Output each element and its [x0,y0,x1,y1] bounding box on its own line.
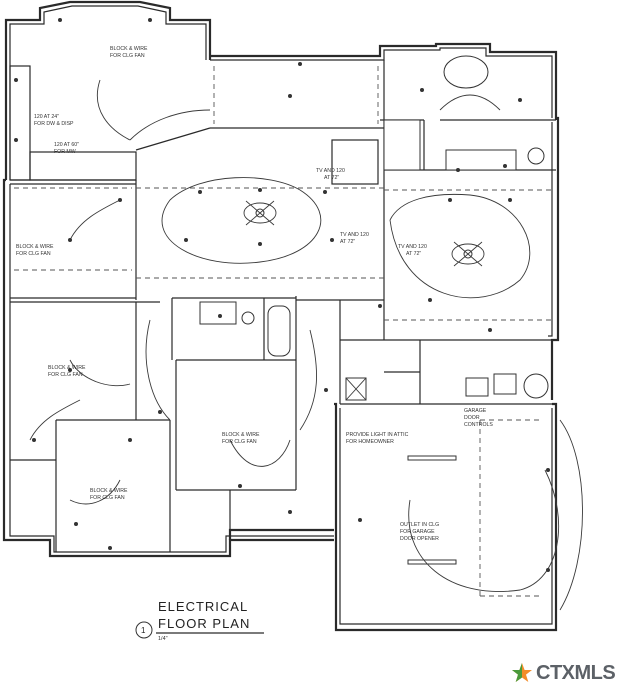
note-tv-master: TV AND 120 AT 72" [398,244,428,257]
plan-number: 1 [141,626,146,635]
room-label-left-middle: BLOCK & WIRE FOR CLG FAN [48,365,87,378]
texas-star-icon [512,663,532,682]
note-kitchen-dw: 120 AT 24" FOR DW & DISP [34,114,74,127]
plan-title-block: 1 ELECTRICAL FLOOR PLAN 1/4" [135,599,264,642]
plan-number-circle [135,621,153,639]
note-tv-living: TV AND 120 AT 72" [340,232,370,245]
note-garage-controls: GARAGE DOOR CONTROLS [464,408,493,428]
room-label-left-upper: BLOCK & WIRE FOR CLG FAN [16,244,55,257]
note-tv-kitchen: TV AND 120 AT 72" [316,168,346,181]
logo-text: CTXMLS [536,661,616,684]
interior-walls [9,55,556,565]
ctxmls-logo: CTXMLS [511,660,616,686]
plan-title-line1: ELECTRICAL [158,599,248,614]
outlet-icons [14,18,550,572]
wiring-runs [29,79,583,611]
note-garage-opener: OUTLET IN CLG FOR GARAGE DOOR OPENER [400,522,441,542]
room-label-bottom-left: BLOCK & WIRE FOR CLG FAN [90,488,129,501]
note-kitchen-mw: 120 AT 60" FOR MW [54,142,80,155]
exterior-walls [2,0,560,632]
plan-title-line2: FLOOR PLAN [158,616,250,631]
ceiling-fan-icon [451,241,485,267]
ceiling-fan-icon [243,200,277,226]
plan-scale: 1/4" [158,636,168,642]
ceiling-dash-lines [14,66,552,597]
room-label-center-lower: BLOCK & WIRE FOR CLG FAN [222,432,261,445]
note-attic-light: PROVIDE LIGHT IN ATTIC FOR HOMEOWNER [346,432,410,445]
room-label-top-left: BLOCK & WIRE FOR CLG FAN [110,46,149,59]
